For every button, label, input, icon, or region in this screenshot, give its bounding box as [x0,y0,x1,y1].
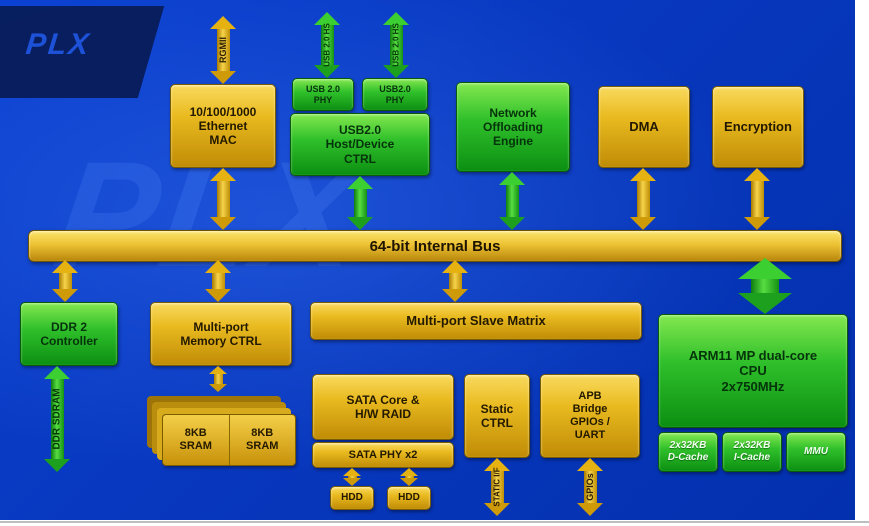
usb-hs-arrow-1: USB 2.0 HS [314,12,340,78]
network-offloading-engine-block: Network Offloading Engine [456,82,570,172]
sram-8kb-2: 8KB SRAM [228,415,296,465]
arm11-cpu-block: ARM11 MP dual-core CPU 2x750MHz [658,314,848,428]
usb-hs-label-1: USB 2.0 HS [322,23,332,67]
usb-host-device-ctrl-block: USB2.0 Host/Device CTRL [290,113,430,176]
ddr2-bus-arrow [52,260,78,302]
dcache-block: 2x32KB D-Cache [658,432,718,472]
internal-bus: 64-bit Internal Bus [28,230,842,262]
usb-phy-block-1: USB 2.0 PHY [292,78,354,111]
rgmii-label: RGMII [218,37,228,63]
multiport-memory-ctrl-block: Multi-port Memory CTRL [150,302,292,366]
plx-logo-text: PLX [24,28,93,61]
encryption-bus-arrow [744,168,770,230]
sram-8kb-1: 8KB SRAM [179,427,212,452]
slave-matrix-bus-arrow [442,260,468,302]
network-bus-arrow [499,172,525,230]
dma-block: DMA [598,86,690,168]
hdd-block-1: HDD [330,486,374,510]
background-canvas: PLX PLX RGMII USB 2.0 HS USB 2.0 HS 10/1… [0,0,855,520]
mmu-block: MMU [786,432,846,472]
usb-bus-arrow [347,176,373,230]
bottom-border-line [0,521,869,523]
ethernet-mac-block: 10/100/1000 Ethernet MAC [170,84,276,168]
static-ctrl-block: Static CTRL [464,374,530,458]
ddr2-controller-block: DDR 2 Controller [20,302,118,366]
sram-stack: 8KB SRAM 8KB SRAM [146,392,296,466]
gpios-arrow: GPIOs [577,458,603,516]
cpu-bus-arrow [738,258,792,314]
static-if-arrow: STATIC I/F [484,458,510,516]
icache-block: 2x32KB I-Cache [722,432,782,472]
ethernet-bus-arrow [210,168,236,230]
sram-stack-front: 8KB SRAM 8KB SRAM [162,414,296,466]
usb-hs-arrow-2: USB 2.0 HS [383,12,409,78]
multiport-slave-matrix-block: Multi-port Slave Matrix [310,302,642,340]
ddr-sdram-label: DDR SDRAM [51,388,63,450]
memctrl-sram-arrow [209,366,227,392]
gpios-label: GPIOs [585,473,595,501]
encryption-block: Encryption [712,86,804,168]
static-if-label: STATIC I/F [492,467,502,507]
memctrl-bus-arrow [205,260,231,302]
sata-core-block: SATA Core & H/W RAID [312,374,454,440]
usb-phy-block-2: USB2.0 PHY [362,78,428,111]
ddr-sdram-arrow: DDR SDRAM [44,366,70,472]
hdd-arrow-1 [343,468,361,486]
hdd-block-2: HDD [387,486,431,510]
apb-bridge-block: APB Bridge GPIOs / UART [540,374,640,458]
usb-hs-label-2: USB 2.0 HS [391,23,401,67]
rgmii-arrow: RGMII [210,16,236,84]
hdd-arrow-2 [400,468,418,486]
sata-phy-block: SATA PHY x2 [312,442,454,468]
dma-bus-arrow [630,168,656,230]
